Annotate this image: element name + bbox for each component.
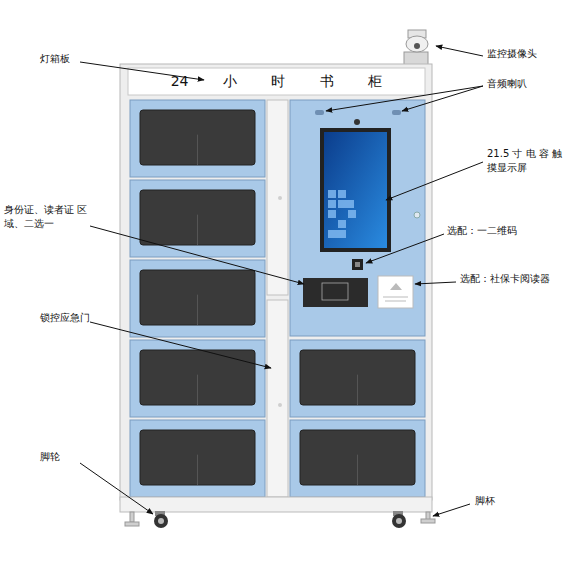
social-card-reader	[378, 276, 413, 308]
id-card-area	[303, 278, 368, 307]
compartment-door	[130, 100, 265, 177]
compartment-window	[300, 350, 415, 405]
compartment-door	[130, 340, 265, 417]
leader-line	[80, 46, 483, 516]
cabinet-frame	[120, 64, 432, 500]
callout-label: 选配：一二维码	[447, 224, 537, 238]
compartment-window	[140, 270, 255, 325]
callout-label: 身份证、读者证 区域、二选一	[4, 203, 88, 230]
compartment-door	[130, 420, 265, 497]
compartment-door	[290, 420, 425, 497]
qr-scanner	[352, 259, 363, 270]
compartment-window	[300, 430, 415, 485]
compartments	[130, 100, 265, 497]
compartment-window	[140, 430, 255, 485]
control-panel	[290, 100, 425, 336]
callout-label: 监控摄像头	[487, 47, 563, 61]
camera	[404, 30, 428, 66]
leveling-foot	[125, 512, 435, 526]
light-box	[128, 68, 425, 95]
emergency-door	[267, 300, 288, 497]
callout-label: 灯箱板	[40, 52, 100, 66]
callout-label: 锁控应急门	[40, 311, 112, 325]
compartment-window	[140, 110, 255, 165]
sign-text: 24 小 时 书 柜	[171, 73, 383, 91]
compartment-window	[140, 190, 255, 245]
callout-label: 音频喇叭	[487, 77, 563, 91]
caster	[154, 511, 406, 528]
touch-screen	[320, 128, 391, 252]
callout-label: 脚轮	[40, 450, 80, 464]
callout-label: 选配：社保卡阅读器	[460, 272, 564, 286]
compartment-window	[140, 350, 255, 405]
base	[120, 497, 432, 512]
callout-label: 21.5 寸 电 容 触 摸显示屏	[487, 147, 563, 174]
emergency-door	[267, 100, 288, 295]
compartment-door	[130, 180, 265, 257]
compartment-door	[290, 340, 425, 417]
callout-label: 脚杯	[475, 494, 515, 508]
compartment-door	[130, 260, 265, 337]
light-box-sign: 24 小 时 书 柜	[128, 68, 425, 95]
